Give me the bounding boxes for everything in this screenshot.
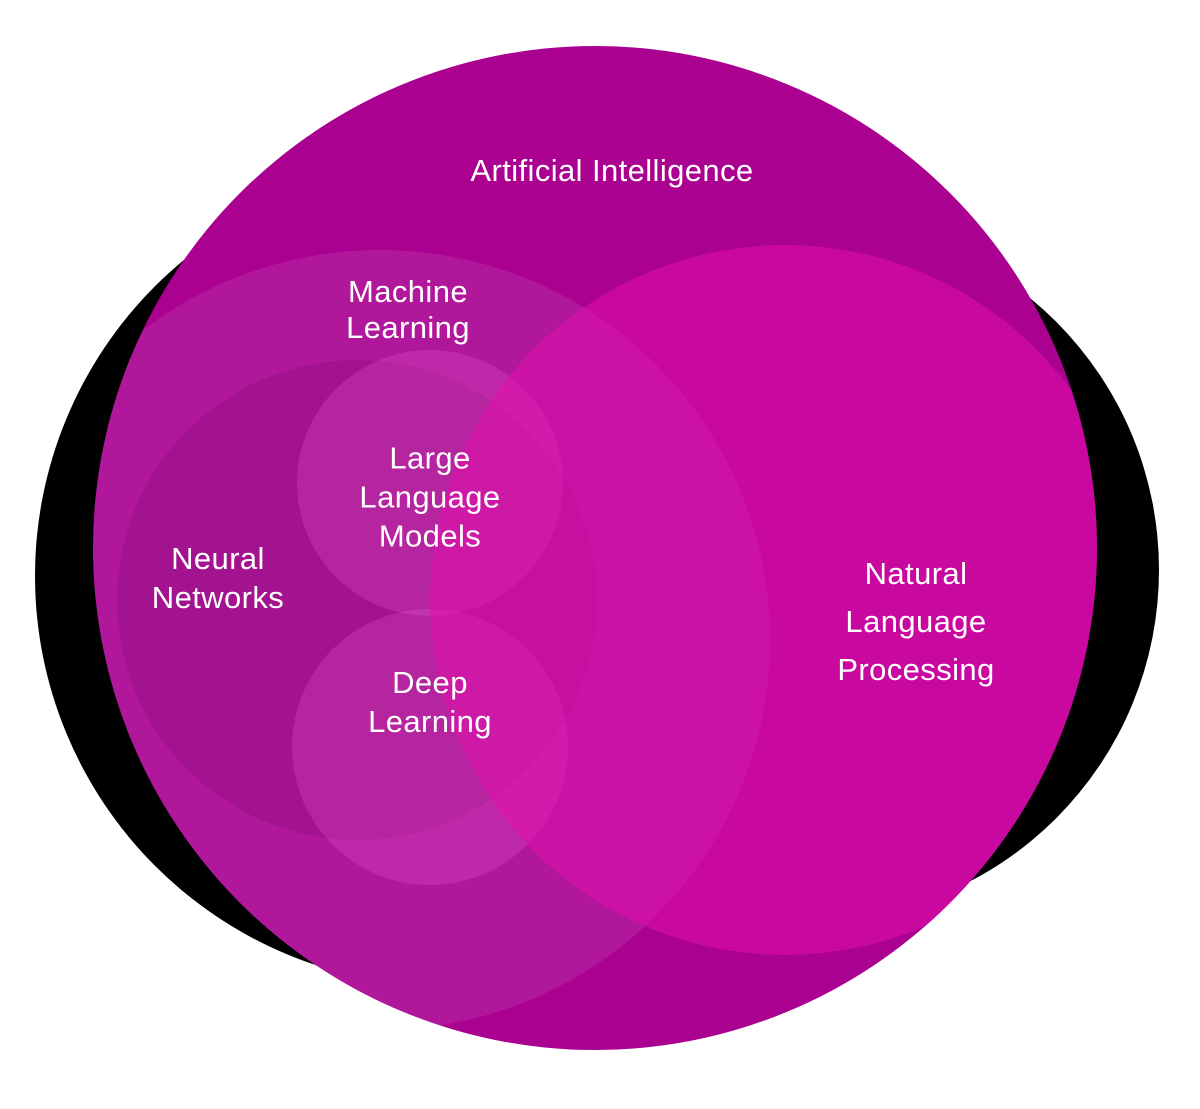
ai-circle <box>93 46 1097 1050</box>
machine-learning-label: Machine Learning <box>346 274 470 346</box>
dl-label-line: Learning <box>368 704 492 739</box>
ml-label-line: Learning <box>346 310 470 345</box>
llm-label-line: Language <box>359 479 501 515</box>
llm-label-line: Models <box>378 518 482 554</box>
large-language-models-label: Large Language Models <box>359 439 500 556</box>
deep-learning-label: Deep Learning <box>368 663 492 741</box>
nn-label-line: Neural <box>171 541 265 576</box>
nlp-label-line: Language <box>845 604 987 639</box>
nn-label-line: Networks <box>151 580 285 615</box>
neural-networks-label: Neural Networks <box>152 539 284 617</box>
ai-label-line: Artificial Intelligence <box>470 153 754 188</box>
ai-label: Artificial Intelligence <box>470 153 753 189</box>
ml-label-line: Machine <box>348 274 468 309</box>
nlp-label-line: Natural <box>864 556 968 591</box>
natural-language-processing-label: Natural Language Processing <box>837 550 994 694</box>
llm-label-line: Large <box>389 440 471 476</box>
natural-language-processing-circle <box>430 245 1097 955</box>
dl-label-line: Deep <box>392 665 468 700</box>
nlp-label-line: Processing <box>837 652 995 687</box>
